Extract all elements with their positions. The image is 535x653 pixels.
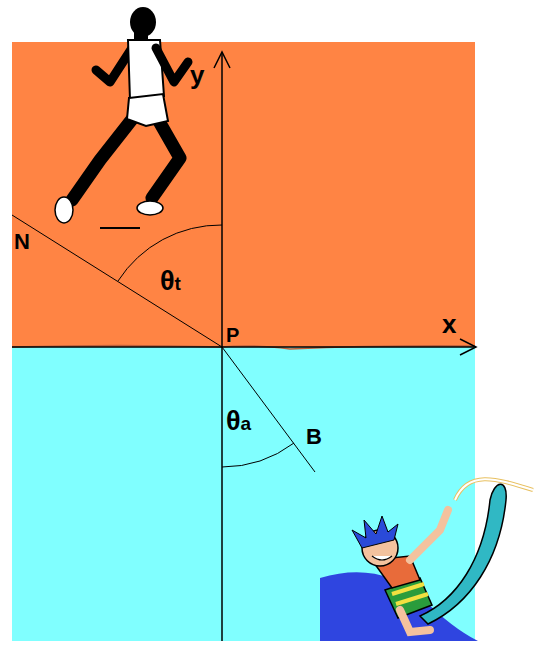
y-arrowhead bbox=[214, 52, 230, 68]
angle-label: θa bbox=[226, 408, 251, 435]
path-line bbox=[222, 347, 315, 472]
land-region bbox=[12, 42, 475, 347]
point-label: P bbox=[226, 325, 239, 345]
x-arrowhead bbox=[460, 339, 476, 355]
point-label: N bbox=[14, 231, 30, 253]
shoreline bbox=[12, 346, 475, 350]
x-axis bbox=[12, 346, 476, 348]
point-label: B bbox=[306, 426, 322, 448]
water-region bbox=[12, 347, 475, 641]
surfer-figure bbox=[320, 479, 533, 641]
axis-label: x bbox=[442, 311, 456, 337]
runner-figure bbox=[55, 7, 188, 228]
axis-label: y bbox=[190, 62, 204, 88]
path-line bbox=[12, 215, 222, 347]
angle-arc bbox=[222, 443, 294, 467]
angle-label: θt bbox=[160, 268, 181, 295]
